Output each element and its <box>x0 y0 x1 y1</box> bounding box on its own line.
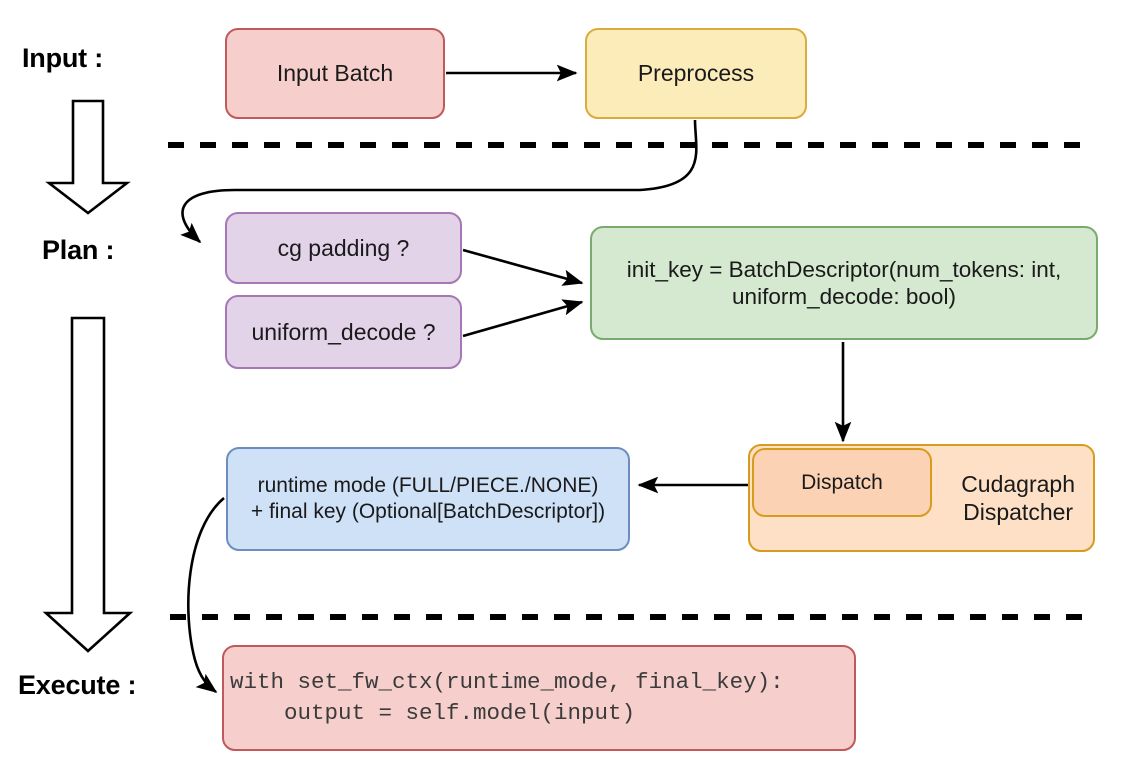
connector-cg-padding-to-init-key <box>462 248 584 286</box>
connector-uniform-decode-to-init-key <box>462 299 584 338</box>
node-preprocess[interactable]: Preprocess <box>585 28 807 119</box>
node-cg-padding[interactable]: cg padding ? <box>225 212 462 284</box>
node-runtime-mode[interactable]: runtime mode (FULL/PIECE./NONE) + final … <box>226 447 630 551</box>
node-input-batch[interactable]: Input Batch <box>225 28 445 119</box>
block-arrow-plan-to-execute <box>42 316 134 653</box>
node-init-key[interactable]: init_key = BatchDescriptor(num_tokens: i… <box>590 226 1098 340</box>
stage-label-execute: Execute : <box>18 670 137 700</box>
block-arrow-input-to-plan <box>45 99 131 215</box>
node-dispatch[interactable]: Dispatch <box>752 448 932 517</box>
stage-label-input: Input : <box>22 43 104 73</box>
node-uniform-decode[interactable]: uniform_decode ? <box>225 295 462 369</box>
stage-label-plan: Plan : <box>42 235 115 265</box>
connector-runtime-mode-to-code <box>187 497 225 694</box>
node-forward-context-code[interactable]: with set_fw_ctx(runtime_mode, final_key)… <box>222 645 856 751</box>
